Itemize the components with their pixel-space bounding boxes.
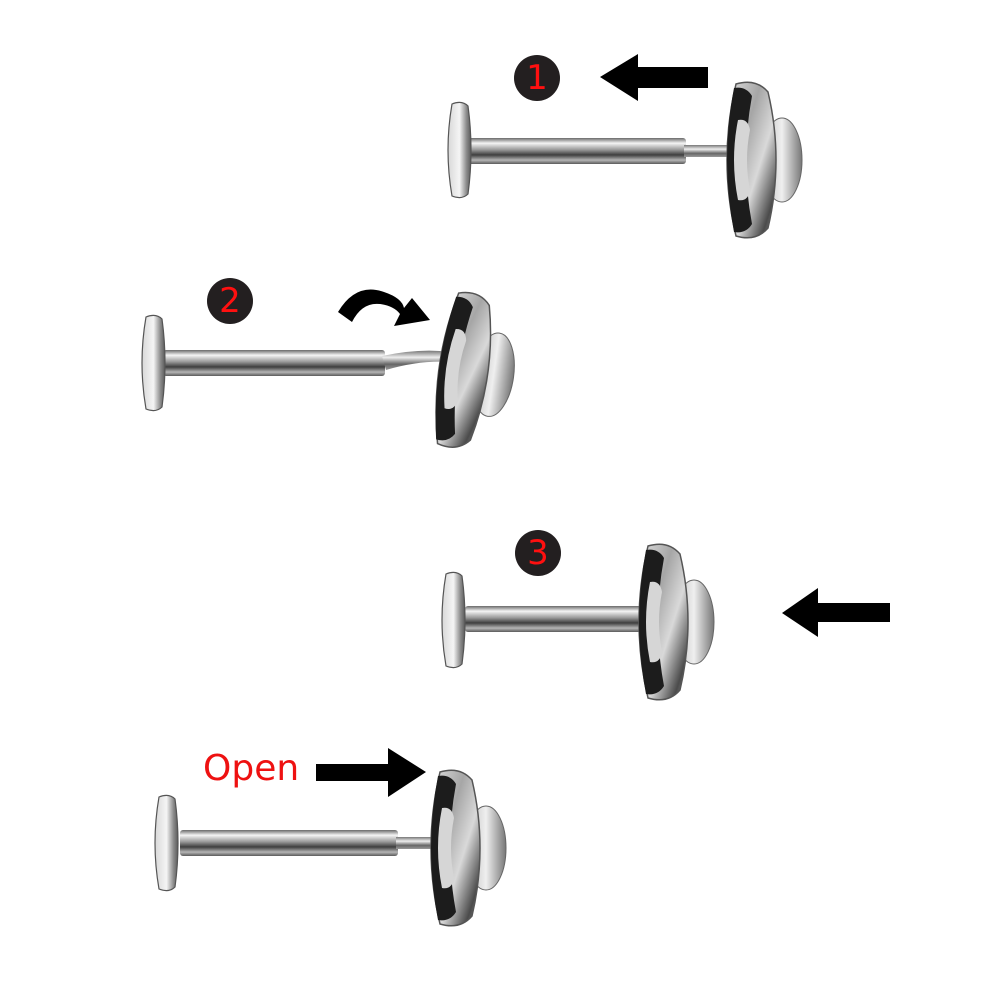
arrow-right-icon [316, 748, 426, 797]
step-1-illustration [447, 81, 803, 239]
open-illustration [154, 769, 507, 927]
step-2-illustration [141, 289, 526, 456]
step-3-illustration [441, 543, 715, 701]
step-badge-3: 3 [515, 530, 561, 576]
step-badge-2: 2 [207, 278, 253, 324]
open-label: Open [203, 748, 300, 789]
step-badge-1: 1 [514, 55, 560, 101]
arrow-left-icon [782, 588, 890, 637]
arrow-left-icon [600, 54, 708, 101]
curved-arrow-icon [338, 289, 430, 326]
